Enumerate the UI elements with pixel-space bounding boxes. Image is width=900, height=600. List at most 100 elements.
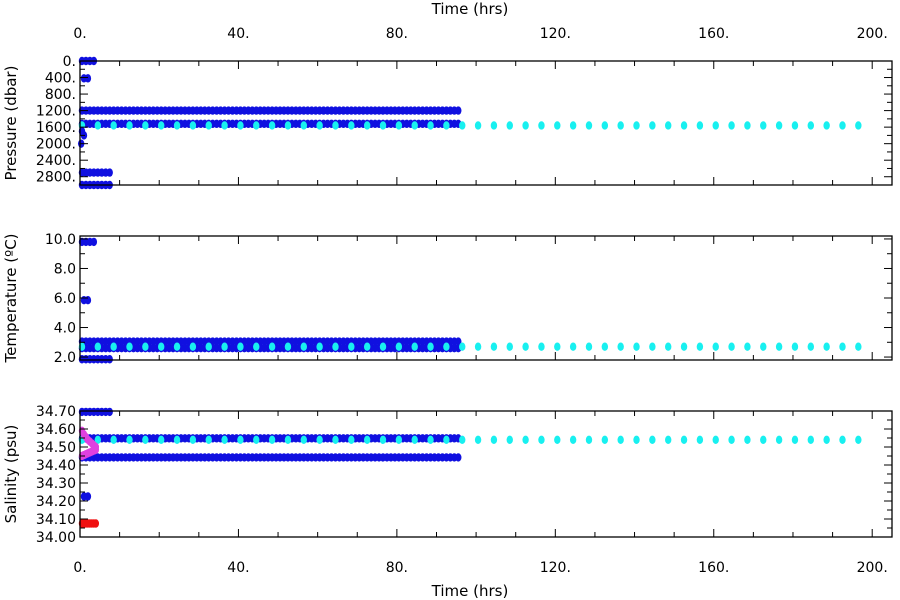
data-point [395,435,403,444]
data-point [332,121,339,130]
data-point [554,121,561,130]
data-point [316,435,323,444]
data-point [300,435,307,444]
data-point [332,435,339,444]
data-point [775,121,783,130]
data-point [855,121,862,130]
data-point [363,342,371,351]
data-point [585,121,593,130]
data-point [522,342,529,351]
y-tick-label: 400. [45,71,76,87]
x-tick-label-bottom: 160. [698,560,729,576]
data-point [744,435,751,444]
data-point [300,121,307,130]
data-point [839,121,846,130]
data-point [506,435,513,444]
y-axis-title: Temperature (ºC) [2,233,20,363]
y-tick-label: 6.0 [54,291,76,307]
data-point [474,121,482,130]
data-point [126,121,133,130]
data-point [84,296,92,305]
top-x-axis-title: Time (hrs) [431,0,509,18]
data-point [94,435,102,444]
data-point [680,121,688,130]
data-point [268,342,276,351]
data-point [92,445,100,454]
data-point [823,342,830,351]
panel-3-frame [79,410,893,538]
data-point [807,435,814,444]
data-point [158,342,165,351]
data-point [617,342,624,351]
data-point [712,342,719,351]
data-point [839,435,846,444]
panel-1-frame [79,60,893,186]
data-point [775,435,783,444]
data-point [554,342,561,351]
data-point [126,435,133,444]
data-point [189,121,197,130]
data-point [474,342,482,351]
data-point [379,121,387,130]
data-point [94,342,102,351]
data-point [665,121,672,130]
data-point [106,355,113,364]
data-point [506,121,513,130]
data-point [348,342,355,351]
data-point [823,435,830,444]
y-tick-label: 34.70 [36,404,76,420]
data-point [569,435,577,444]
data-point [395,342,403,351]
data-point [696,435,704,444]
data-point [237,435,244,444]
data-point [253,435,260,444]
y-tick-label: 2.0 [54,350,76,366]
data-point [253,342,260,351]
data-point [189,342,197,351]
data-point [791,121,799,130]
bottom-x-axis-title: Time (hrs) [431,582,509,600]
data-point [728,121,735,130]
x-tick-label-top: 200. [857,26,888,42]
data-point [522,121,529,130]
data-point [522,435,529,444]
x-tick-label-bottom: 80. [386,560,408,576]
data-point [300,342,307,351]
data-point [427,435,434,444]
y-tick-label: 34.50 [36,440,76,456]
data-point [173,121,181,130]
data-point [126,342,133,351]
data-point [538,435,545,444]
data-point [142,342,149,351]
data-point [316,121,323,130]
x-tick-label-top: 0. [73,26,86,42]
data-point [760,342,767,351]
x-tick-label-top: 40. [227,26,249,42]
data-point [142,121,149,130]
data-point [106,407,113,417]
data-point [807,342,814,351]
data-point [237,342,244,351]
data-point [205,435,212,444]
data-point [316,342,323,351]
data-point [823,121,830,130]
data-point [455,106,462,115]
data-point [92,519,100,528]
data-point [110,435,117,444]
data-point [459,342,466,351]
x-tick-label-bottom: 200. [857,560,888,576]
data-point [569,342,577,351]
data-point [84,492,92,501]
data-point [443,121,450,130]
panel-3-points [78,407,862,528]
data-point [665,435,672,444]
x-tick-label-bottom: 120. [540,560,571,576]
data-point [855,435,862,444]
y-tick-label: 2000. [36,137,76,153]
data-point [601,121,609,130]
data-point [455,337,462,346]
data-point [791,342,799,351]
y-tick-label: 34.30 [36,476,76,492]
